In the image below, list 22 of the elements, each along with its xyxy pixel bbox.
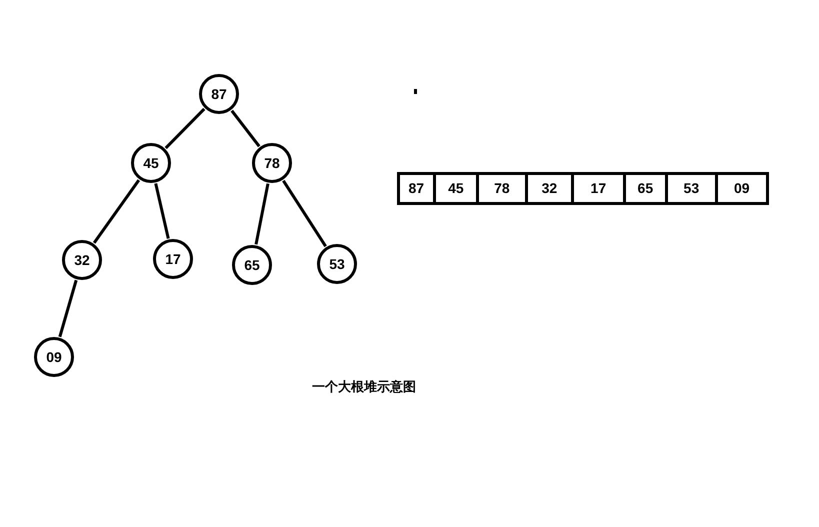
node-value: 87 xyxy=(211,87,227,101)
tree-edge-line xyxy=(164,108,206,150)
node-value: 53 xyxy=(329,257,345,271)
tree-edge-line xyxy=(58,280,78,338)
array-cell: 87 xyxy=(400,175,436,202)
array-cell: 45 xyxy=(436,175,480,202)
array-cell: 53 xyxy=(668,175,718,202)
node-value: 65 xyxy=(244,258,260,272)
array-cell: 65 xyxy=(626,175,668,202)
array-cell: 78 xyxy=(479,175,528,202)
caption: 一个大根堆示意图 xyxy=(312,378,416,397)
array-cell: 32 xyxy=(528,175,574,202)
node-value: 78 xyxy=(264,156,280,170)
tree-edge-line xyxy=(254,183,270,245)
array-cell-text: 09 xyxy=(733,179,751,198)
tree-edge-line xyxy=(154,183,170,239)
node-value: 32 xyxy=(74,253,90,267)
node-value: 45 xyxy=(143,156,159,170)
node-value: 09 xyxy=(46,350,62,364)
node-value: 17 xyxy=(165,252,181,266)
array-cell: 17 xyxy=(574,175,626,202)
tree-edge-line xyxy=(230,110,260,148)
